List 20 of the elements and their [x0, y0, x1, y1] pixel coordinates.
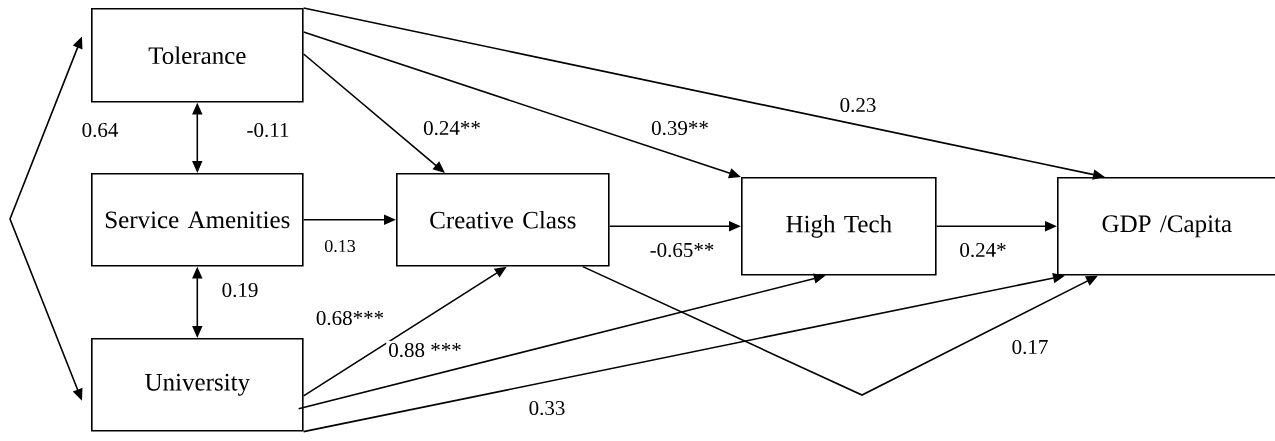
edge-label: 0.64: [79, 120, 121, 140]
variable-box: Creative Class: [396, 173, 610, 267]
edge-label: 0.24*: [957, 240, 1009, 260]
arrow: [302, 53, 445, 173]
variable-box: Tolerance: [91, 8, 304, 103]
edge-label: -0.65**: [647, 240, 717, 260]
edge-label: 0.17: [1009, 337, 1051, 357]
edge-label: 0.68***: [313, 308, 387, 328]
variable-box: High Tech: [741, 177, 937, 276]
edge-label: 0.33: [526, 398, 568, 418]
edge-label: 0.13: [322, 237, 358, 255]
edge-label: 0.24**: [421, 118, 483, 138]
edge-label: -0.11: [244, 120, 292, 140]
variable-box: Service Amenities: [91, 173, 304, 267]
variable-box: University: [91, 338, 304, 432]
edge-label: 0.39**: [649, 118, 711, 138]
edge-label: 0.88 ***: [386, 340, 464, 360]
edge-label: 0.19: [219, 280, 261, 300]
edge-label: 0.23: [837, 95, 879, 115]
variable-box: GDP /Capita: [1057, 177, 1275, 276]
